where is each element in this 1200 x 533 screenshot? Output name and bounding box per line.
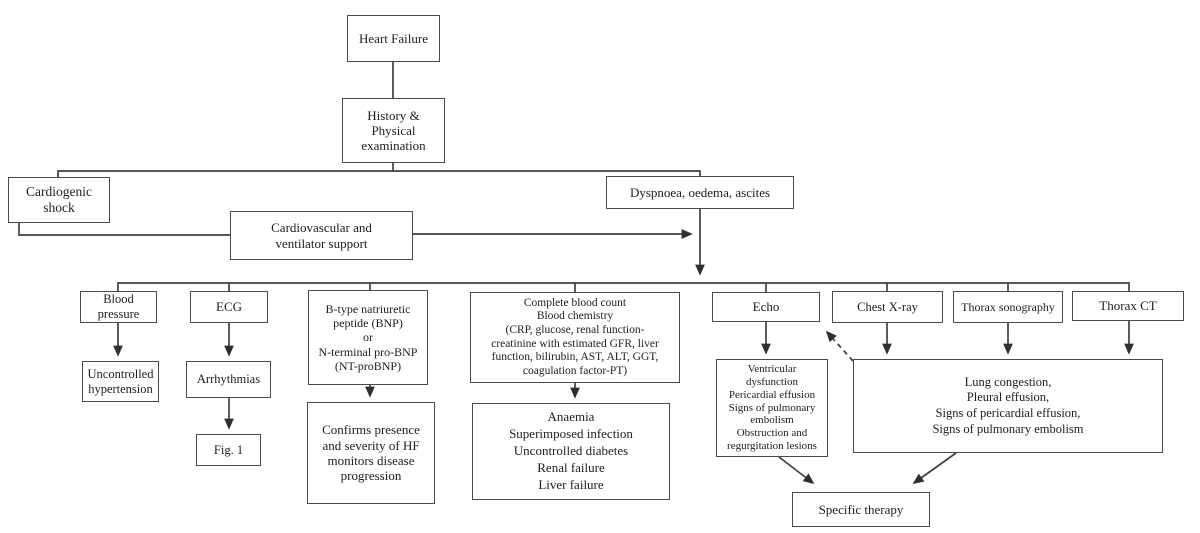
node-arrhythmias: Arrhythmias (186, 361, 271, 398)
edge-ventricular-therapy (778, 456, 815, 485)
node-blood-pressure: Blood pressure (80, 291, 157, 323)
edge-shock-support (18, 223, 230, 236)
node-heart-failure: Heart Failure (347, 15, 440, 62)
node-echo: Echo (712, 292, 820, 322)
node-ventricular-dysfunction: Ventricular dysfunction Pericardial effu… (716, 359, 828, 457)
node-uncontrolled-hypertension: Uncontrolled hypertension (82, 361, 159, 402)
node-anaemia: Anaemia Superimposed infection Uncontrol… (472, 403, 670, 500)
edge-lung-echo-dashed (825, 330, 854, 362)
node-lung-congestion: Lung congestion, Pleural effusion, Signs… (853, 359, 1163, 453)
node-cardiovascular-ventilator-support: Cardiovascular and ventilator support (230, 211, 413, 260)
node-thorax-ct: Thorax CT (1072, 291, 1184, 321)
node-chest-xray: Chest X-ray (832, 291, 943, 323)
node-dyspnoea-oedema-ascites: Dyspnoea, oedema, ascites (606, 176, 794, 209)
node-fig-1: Fig. 1 (196, 434, 261, 466)
edge-branch-bracket (57, 170, 701, 177)
edge-lung-therapy (912, 452, 957, 484)
node-complete-blood-count: Complete blood count Blood chemistry (CR… (470, 292, 680, 383)
edge-distribution-line (117, 282, 1130, 291)
node-history-physical-examination: History & Physical examination (342, 98, 445, 163)
node-bnp: B-type natriuretic peptide (BNP) or N-te… (308, 290, 428, 385)
node-confirms-hf: Confirms presence and severity of HF mon… (307, 402, 435, 504)
node-ecg: ECG (190, 291, 268, 323)
node-cardiogenic-shock: Cardiogenic shock (8, 177, 110, 223)
node-thorax-sonography: Thorax sonography (953, 291, 1063, 323)
node-specific-therapy: Specific therapy (792, 492, 930, 527)
